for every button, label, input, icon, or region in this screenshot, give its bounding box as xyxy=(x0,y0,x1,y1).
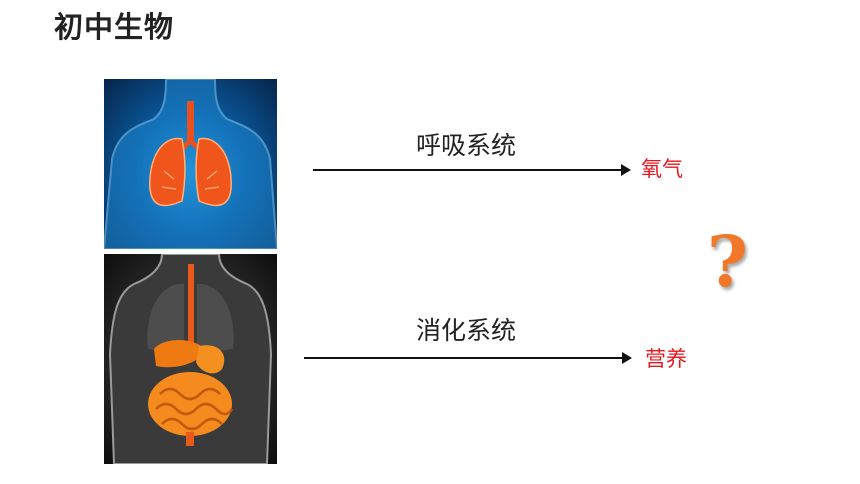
question-mark-icon: ? xyxy=(707,220,749,303)
digestive-organs-illustration-icon xyxy=(104,254,277,464)
system-label-digestive: 消化系统 xyxy=(416,316,517,345)
output-label-oxygen: 氧气 xyxy=(641,157,683,181)
system-label-respiratory: 呼吸系统 xyxy=(416,131,517,160)
slide-title: 初中生物 xyxy=(54,10,175,44)
output-label-nutrition: 营养 xyxy=(645,347,687,371)
arrow-respiratory xyxy=(313,164,631,176)
lungs-illustration-icon xyxy=(104,79,277,249)
arrow-digestive xyxy=(304,352,632,364)
